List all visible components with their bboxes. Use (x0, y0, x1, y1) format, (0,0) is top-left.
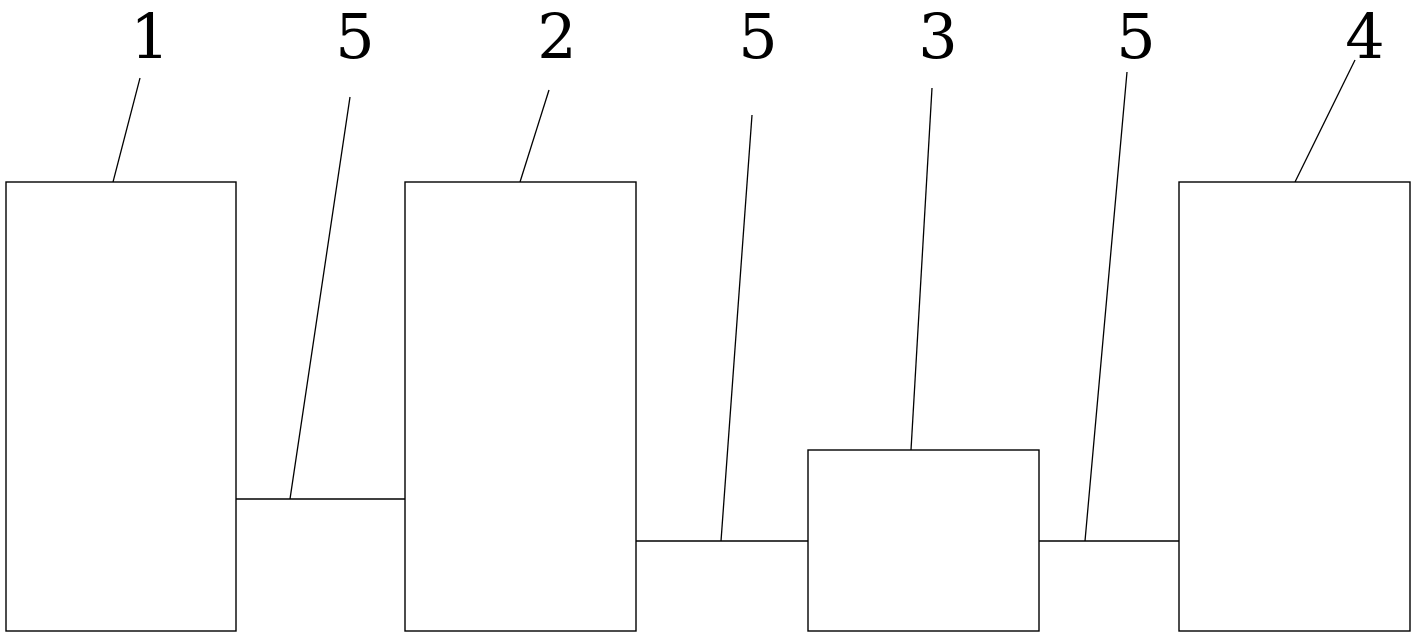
label-link-2: 5 (738, 0, 777, 73)
label-block-2: 2 (537, 0, 576, 73)
label-link-1: 5 (335, 0, 374, 73)
block-3 (807, 449, 1040, 632)
block-2 (404, 181, 637, 632)
label-block-4: 4 (1345, 0, 1384, 73)
leader-block-2 (519, 89, 550, 183)
leader-block-3 (910, 87, 933, 451)
label-link-3: 5 (1116, 0, 1155, 73)
leader-link-3 (1084, 71, 1128, 542)
block-1 (5, 181, 237, 632)
label-block-1: 1 (130, 0, 169, 73)
leader-link-1 (289, 96, 351, 500)
leader-block-4 (1294, 59, 1356, 183)
block-4 (1178, 181, 1411, 632)
leader-block-1 (112, 77, 141, 183)
leader-link-2 (720, 114, 753, 542)
label-block-3: 3 (918, 0, 957, 73)
